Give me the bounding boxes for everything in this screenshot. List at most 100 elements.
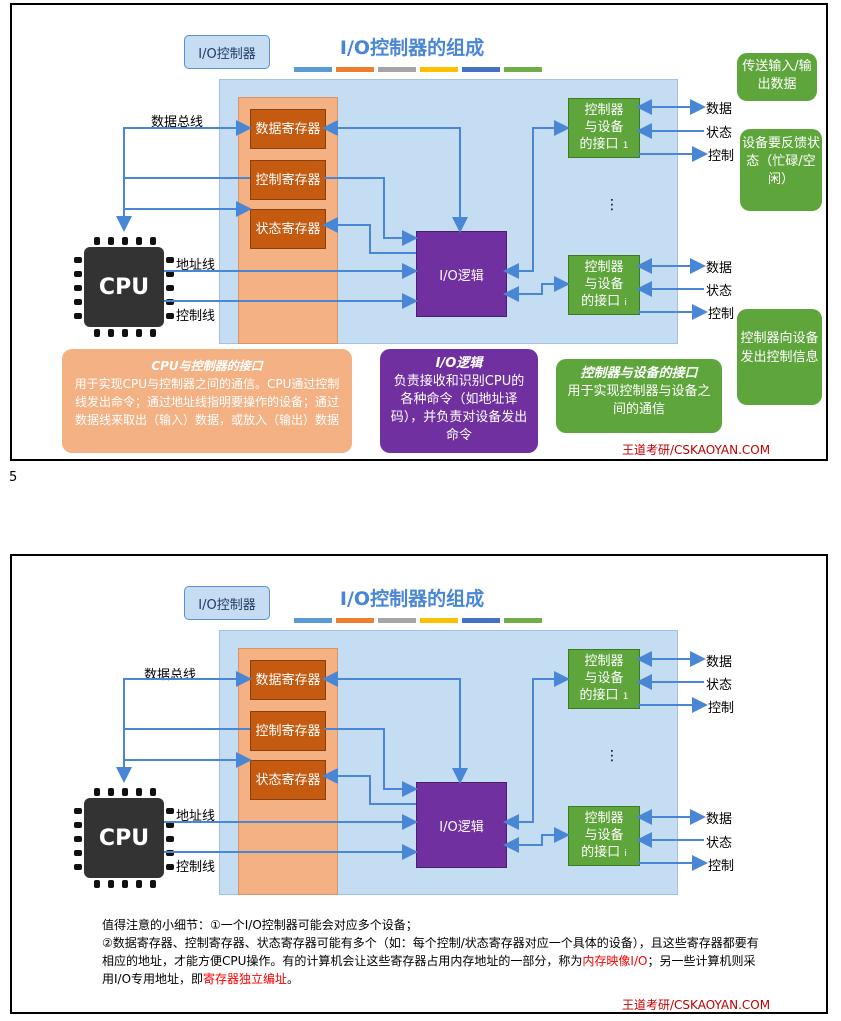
cpu-pin — [74, 836, 82, 842]
cpu-pin — [136, 880, 142, 888]
slide1-connections — [116, 99, 708, 320]
callout-device-interface-body: 用于实现控制器与设备之间的通信 — [567, 384, 711, 417]
status-line-label-1: 状态 — [706, 126, 733, 141]
cpu-pin — [166, 285, 174, 291]
cpu-pin — [122, 329, 128, 337]
cpu-pin — [166, 864, 174, 870]
callout-transfer-data: 传送输入/输出数据 — [737, 53, 817, 101]
io-logic-box: I/O逻辑 — [416, 782, 507, 868]
note-line-2: ②数据寄存器、控制寄存器、状态寄存器可能有多个（如：每个控制/状态寄存器对应一个… — [102, 936, 759, 986]
title-stripe — [420, 67, 458, 72]
slide-2: I/O控制器 I/O控制器的组成 数据寄存器 控制寄存器 状态寄存器 I/O逻辑… — [10, 554, 828, 1014]
cpu-pin — [122, 237, 128, 245]
title-stripe — [294, 618, 332, 623]
callout-io-logic-body: 负责接收和识别CPU的各种命令（如地址译码），并负责对设备发出命令 — [390, 374, 528, 443]
cpu-chip: CPU — [84, 798, 164, 878]
device-interface-i: 控制器与设备的接口 i — [568, 255, 640, 315]
control-line-label: 控制线 — [176, 860, 216, 875]
footer-watermark: 王道考研/CSKAOYAN.COM — [622, 998, 771, 1012]
io-controller-tag: I/O控制器 — [184, 586, 270, 620]
title-stripe — [462, 67, 500, 72]
cpu-pin — [136, 329, 142, 337]
status-line-label-i: 状态 — [706, 284, 733, 299]
cpu-pin — [122, 880, 128, 888]
data-line-label-i: 数据 — [706, 261, 733, 276]
cpu-pin — [94, 880, 100, 888]
cpu-pin — [74, 271, 82, 277]
cpu-pin — [108, 237, 114, 245]
title-stripe — [378, 67, 416, 72]
slide-title: I/O控制器的组成 — [339, 588, 485, 610]
title-stripe — [504, 67, 542, 72]
address-line-label: 地址线 — [176, 258, 216, 273]
io-logic-box: I/O逻辑 — [416, 231, 507, 317]
cpu-pin — [74, 285, 82, 291]
cpu-pin — [74, 850, 82, 856]
title-stripe — [462, 618, 500, 623]
slide-1: I/O控制器 I/O控制器的组成 数据寄存器 控制寄存器 状态寄存器 I/O逻辑… — [10, 3, 828, 461]
control-line-label-1: 控制 — [708, 149, 735, 164]
cpu-pin — [108, 880, 114, 888]
control-line-label-1: 控制 — [708, 701, 735, 716]
cpu-pin — [74, 313, 82, 319]
cpu-pin — [74, 822, 82, 828]
control-line-label-i: 控制 — [708, 859, 735, 874]
slide-title: I/O控制器的组成 — [339, 37, 485, 59]
cpu-pin — [166, 271, 174, 277]
data-line-label-1: 数据 — [706, 102, 733, 117]
cpu-pin — [74, 808, 82, 814]
data-line-label-i: 数据 — [706, 812, 733, 827]
status-line-label-1: 状态 — [706, 678, 733, 693]
status-register: 状态寄存器 — [250, 209, 326, 249]
detail-note: 值得注意的小细节：①一个I/O控制器可能会对应多个设备； ②数据寄存器、控制寄存… — [102, 916, 762, 988]
address-line-label: 地址线 — [176, 809, 216, 824]
cpu-pin — [166, 822, 174, 828]
ellipsis: ⋮ — [605, 748, 619, 764]
control-line-label: 控制线 — [176, 309, 216, 324]
device-interface-1: 控制器与设备的接口 1 — [568, 649, 640, 709]
data-line-label-1: 数据 — [706, 655, 733, 670]
cpu-pin — [150, 880, 156, 888]
cpu-pin — [166, 313, 174, 319]
status-line-label-i: 状态 — [706, 836, 733, 851]
data-register: 数据寄存器 — [250, 660, 326, 700]
callout-device-interface: 控制器与设备的接口 用于实现控制器与设备之间的通信 — [556, 359, 722, 433]
control-line-label-i: 控制 — [708, 307, 735, 322]
callout-io-logic: I/O逻辑 负责接收和识别CPU的各种命令（如地址译码），并负责对设备发出命令 — [380, 349, 538, 453]
cpu-pin — [108, 329, 114, 337]
io-controller-tag: I/O控制器 — [184, 35, 270, 69]
note-line-1: 值得注意的小细节：①一个I/O控制器可能会对应多个设备； — [102, 918, 418, 932]
cpu-pin — [108, 788, 114, 796]
cpu-pin — [136, 788, 142, 796]
callout-device-status: 设备要反馈状态（忙碌/空闲） — [740, 129, 822, 211]
title-stripe — [336, 618, 374, 623]
control-register: 控制寄存器 — [250, 711, 326, 751]
cpu-pin — [94, 237, 100, 245]
footer-watermark: 王道考研/CSKAOYAN.COM — [622, 443, 771, 457]
cpu-pin — [166, 808, 174, 814]
cpu-pin — [74, 864, 82, 870]
title-stripe — [420, 618, 458, 623]
page-number: 5 — [9, 470, 18, 485]
cpu-pin — [166, 257, 174, 263]
memory-mapped-io-highlight: 内存映像I/O — [582, 954, 648, 968]
cpu-pin — [166, 836, 174, 842]
cpu-chip: CPU — [84, 247, 164, 327]
title-stripe — [294, 67, 332, 72]
title-stripe — [378, 618, 416, 623]
callout-cpu-interface-title: CPU与控制器的接口 — [151, 359, 263, 373]
device-interface-i: 控制器与设备的接口 i — [568, 806, 640, 866]
callout-device-interface-title: 控制器与设备的接口 — [580, 366, 698, 381]
cpu-pin — [74, 299, 82, 305]
cpu-pin — [94, 788, 100, 796]
cpu-pin — [122, 788, 128, 796]
ellipsis: ⋮ — [605, 197, 619, 213]
callout-control-info: 控制器向设备发出控制信息 — [737, 309, 822, 405]
independent-addressing-highlight: 寄存器独立编址 — [203, 972, 288, 986]
device-interface-1: 控制器与设备的接口 1 — [568, 98, 640, 158]
cpu-pin — [74, 257, 82, 263]
control-register: 控制寄存器 — [250, 160, 326, 200]
cpu-pin — [150, 237, 156, 245]
slide2-connections — [116, 651, 708, 871]
callout-io-logic-title: I/O逻辑 — [435, 356, 483, 371]
